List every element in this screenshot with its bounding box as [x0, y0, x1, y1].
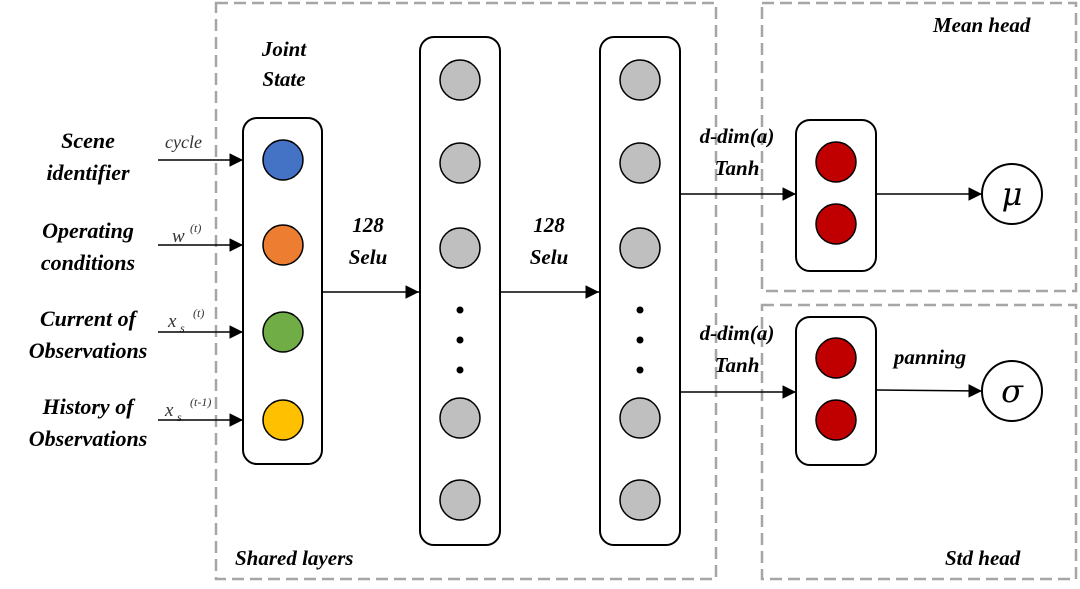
- sigma-symbol: σ: [1001, 372, 1024, 410]
- layer1-size: 128: [352, 213, 384, 237]
- neuron: [439, 479, 481, 521]
- joint-state-title-line2: State: [262, 67, 305, 91]
- svg-text:(t): (t): [193, 306, 204, 320]
- std-head-region: [760, 303, 1078, 581]
- svg-text:Current of: Current of: [40, 306, 139, 331]
- var-cycle: cycle: [165, 132, 202, 152]
- svg-text:Scene: Scene: [61, 128, 115, 153]
- hidden-layer-1-neurons: [439, 59, 481, 521]
- layer2-activation: Selu: [530, 245, 569, 269]
- std-neuron: [815, 337, 857, 379]
- ellipsis-dot: [456, 336, 464, 344]
- svg-text:(t-1): (t-1): [190, 395, 211, 409]
- ellipsis-dot: [636, 336, 644, 344]
- ellipsis-dot: [636, 306, 644, 314]
- mean-head-dim: d-dim(a): [700, 124, 775, 148]
- ellipsis-dot: [636, 366, 644, 374]
- input-neuron-current: [262, 311, 304, 353]
- input-neuron-operating: [262, 224, 304, 266]
- mean-head-region: [760, 1, 1078, 293]
- hidden-layer-2: [599, 36, 681, 546]
- sigma-output-node: [981, 360, 1043, 422]
- layer1-activation: Selu: [349, 245, 388, 269]
- input-label-current: Current of Observations: [29, 306, 148, 363]
- var-xs-t: x s (t): [167, 306, 204, 335]
- svg-text:identifier: identifier: [46, 160, 130, 185]
- arrow-to-sigma: [875, 384, 983, 398]
- svg-text:conditions: conditions: [41, 250, 135, 275]
- std-head-label: Std head: [945, 546, 1021, 570]
- neuron: [619, 479, 661, 521]
- input-label-scene: Scene identifier: [46, 128, 130, 185]
- neuron: [439, 142, 481, 184]
- var-w-t: w (t): [172, 221, 201, 247]
- neuron: [619, 59, 661, 101]
- neuron: [619, 227, 661, 269]
- std-head-dim: d-dim(a): [700, 321, 775, 345]
- svg-text:Operating: Operating: [42, 218, 134, 243]
- input-neuron-scene: [262, 139, 304, 181]
- svg-text:Observations: Observations: [29, 426, 148, 451]
- shared-layers-region: [214, 1, 718, 581]
- neuron: [439, 397, 481, 439]
- var-xs-t-1: x s (t-1): [164, 395, 211, 424]
- hidden-layer-2-neurons: [619, 59, 661, 521]
- mean-neuron: [815, 203, 857, 245]
- ellipsis-dot: [456, 306, 464, 314]
- svg-text:Observations: Observations: [29, 338, 148, 363]
- neuron: [619, 142, 661, 184]
- svg-text:History of: History of: [41, 394, 136, 419]
- svg-text:w: w: [172, 226, 185, 247]
- mu-symbol: μ: [1002, 175, 1023, 213]
- joint-state-title-line1: Joint: [261, 37, 308, 61]
- shared-layers-label: Shared layers: [235, 546, 353, 570]
- mean-head-activation: Tanh: [715, 156, 760, 180]
- ellipsis-dot: [456, 366, 464, 374]
- mean-head-label: Mean head: [932, 13, 1031, 37]
- neuron: [619, 397, 661, 439]
- svg-text:(t): (t): [190, 221, 201, 235]
- neuron: [439, 59, 481, 101]
- input-label-operating: Operating conditions: [41, 218, 135, 275]
- neuron: [439, 227, 481, 269]
- svg-text:s: s: [177, 410, 182, 424]
- input-label-history: History of Observations: [29, 394, 148, 451]
- hidden-layer-1: [419, 36, 501, 546]
- std-neuron: [815, 399, 857, 441]
- svg-text:s: s: [180, 321, 185, 335]
- mean-neuron: [815, 141, 857, 183]
- std-transform-label: panning: [892, 345, 966, 369]
- svg-text:x: x: [164, 400, 174, 421]
- layer2-size: 128: [533, 213, 565, 237]
- std-head-activation: Tanh: [715, 353, 760, 377]
- mu-output-node: [981, 163, 1043, 225]
- input-neuron-history: [262, 399, 304, 441]
- svg-text:x: x: [167, 311, 177, 332]
- joint-state-box: [242, 117, 323, 465]
